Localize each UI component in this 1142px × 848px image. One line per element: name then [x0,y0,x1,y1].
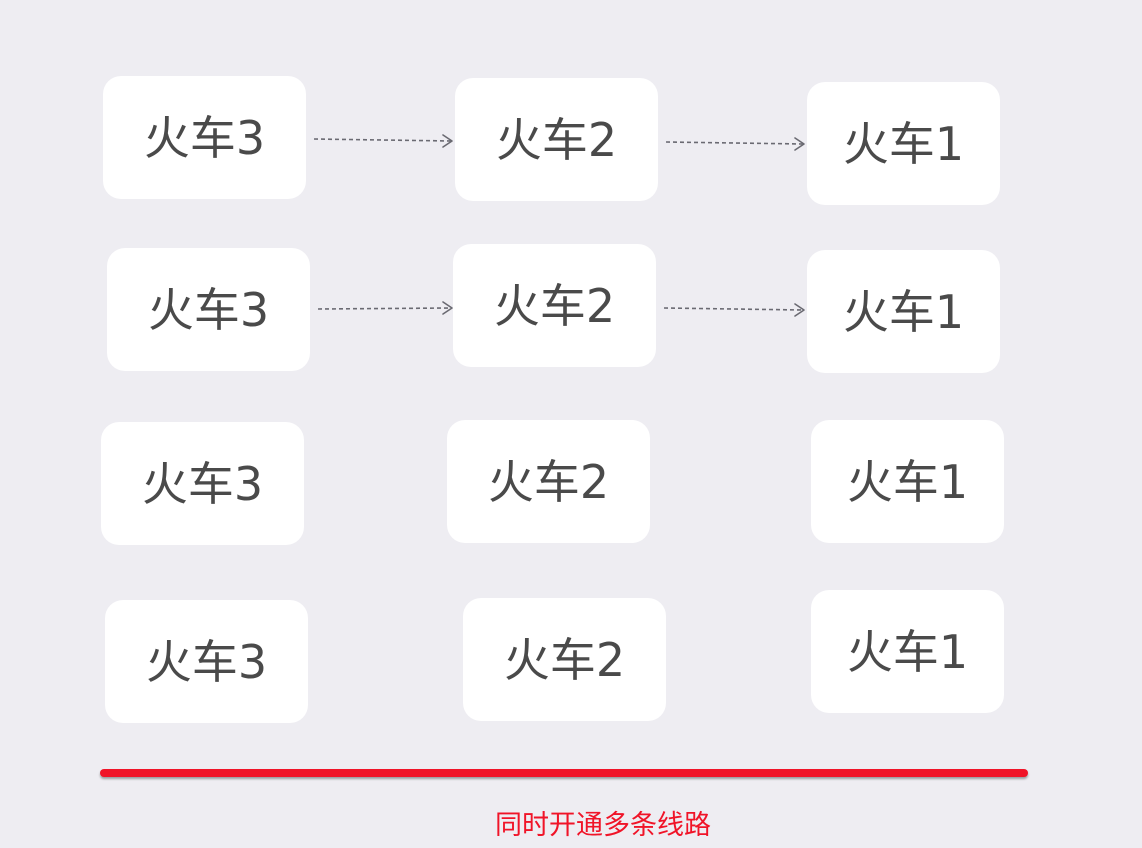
dashed-arrow-line [317,307,452,310]
train-box: 火车1 [807,82,1000,205]
train-label: 火车2 [493,278,616,333]
dashed-arrow-line [665,141,804,145]
train-box: 火车2 [455,78,658,201]
train-box: 火车2 [447,420,650,543]
train-label: 火车3 [143,110,266,165]
arrowhead-icon [442,134,453,148]
train-box: 火车3 [101,422,304,545]
train-label: 火车1 [846,624,969,679]
train-box: 火车3 [105,600,308,723]
train-box: 火车1 [807,250,1000,373]
train-label: 火车3 [145,634,268,689]
train-box: 火车1 [811,590,1004,713]
train-box: 火车3 [103,76,306,199]
train-box: 火车2 [463,598,666,721]
train-label: 火车2 [495,112,618,167]
train-label: 火车1 [842,284,965,339]
train-label: 火车1 [842,116,965,171]
diagram-caption: 同时开通多条线路 [495,810,711,841]
train-box: 火车3 [107,248,310,371]
train-label: 火车1 [846,454,969,509]
train-label: 火车2 [487,454,610,509]
train-box: 火车1 [811,420,1004,543]
arrowhead-icon [794,137,805,151]
train-label: 火车3 [147,282,270,337]
arrowhead-icon [442,301,453,315]
dashed-arrow-line [663,307,804,311]
red-baseline [100,769,1028,777]
train-label: 火车2 [503,632,626,687]
arrowhead-icon [794,303,805,317]
train-box: 火车2 [453,244,656,367]
train-label: 火车3 [141,456,264,511]
dashed-arrow-line [313,138,452,142]
